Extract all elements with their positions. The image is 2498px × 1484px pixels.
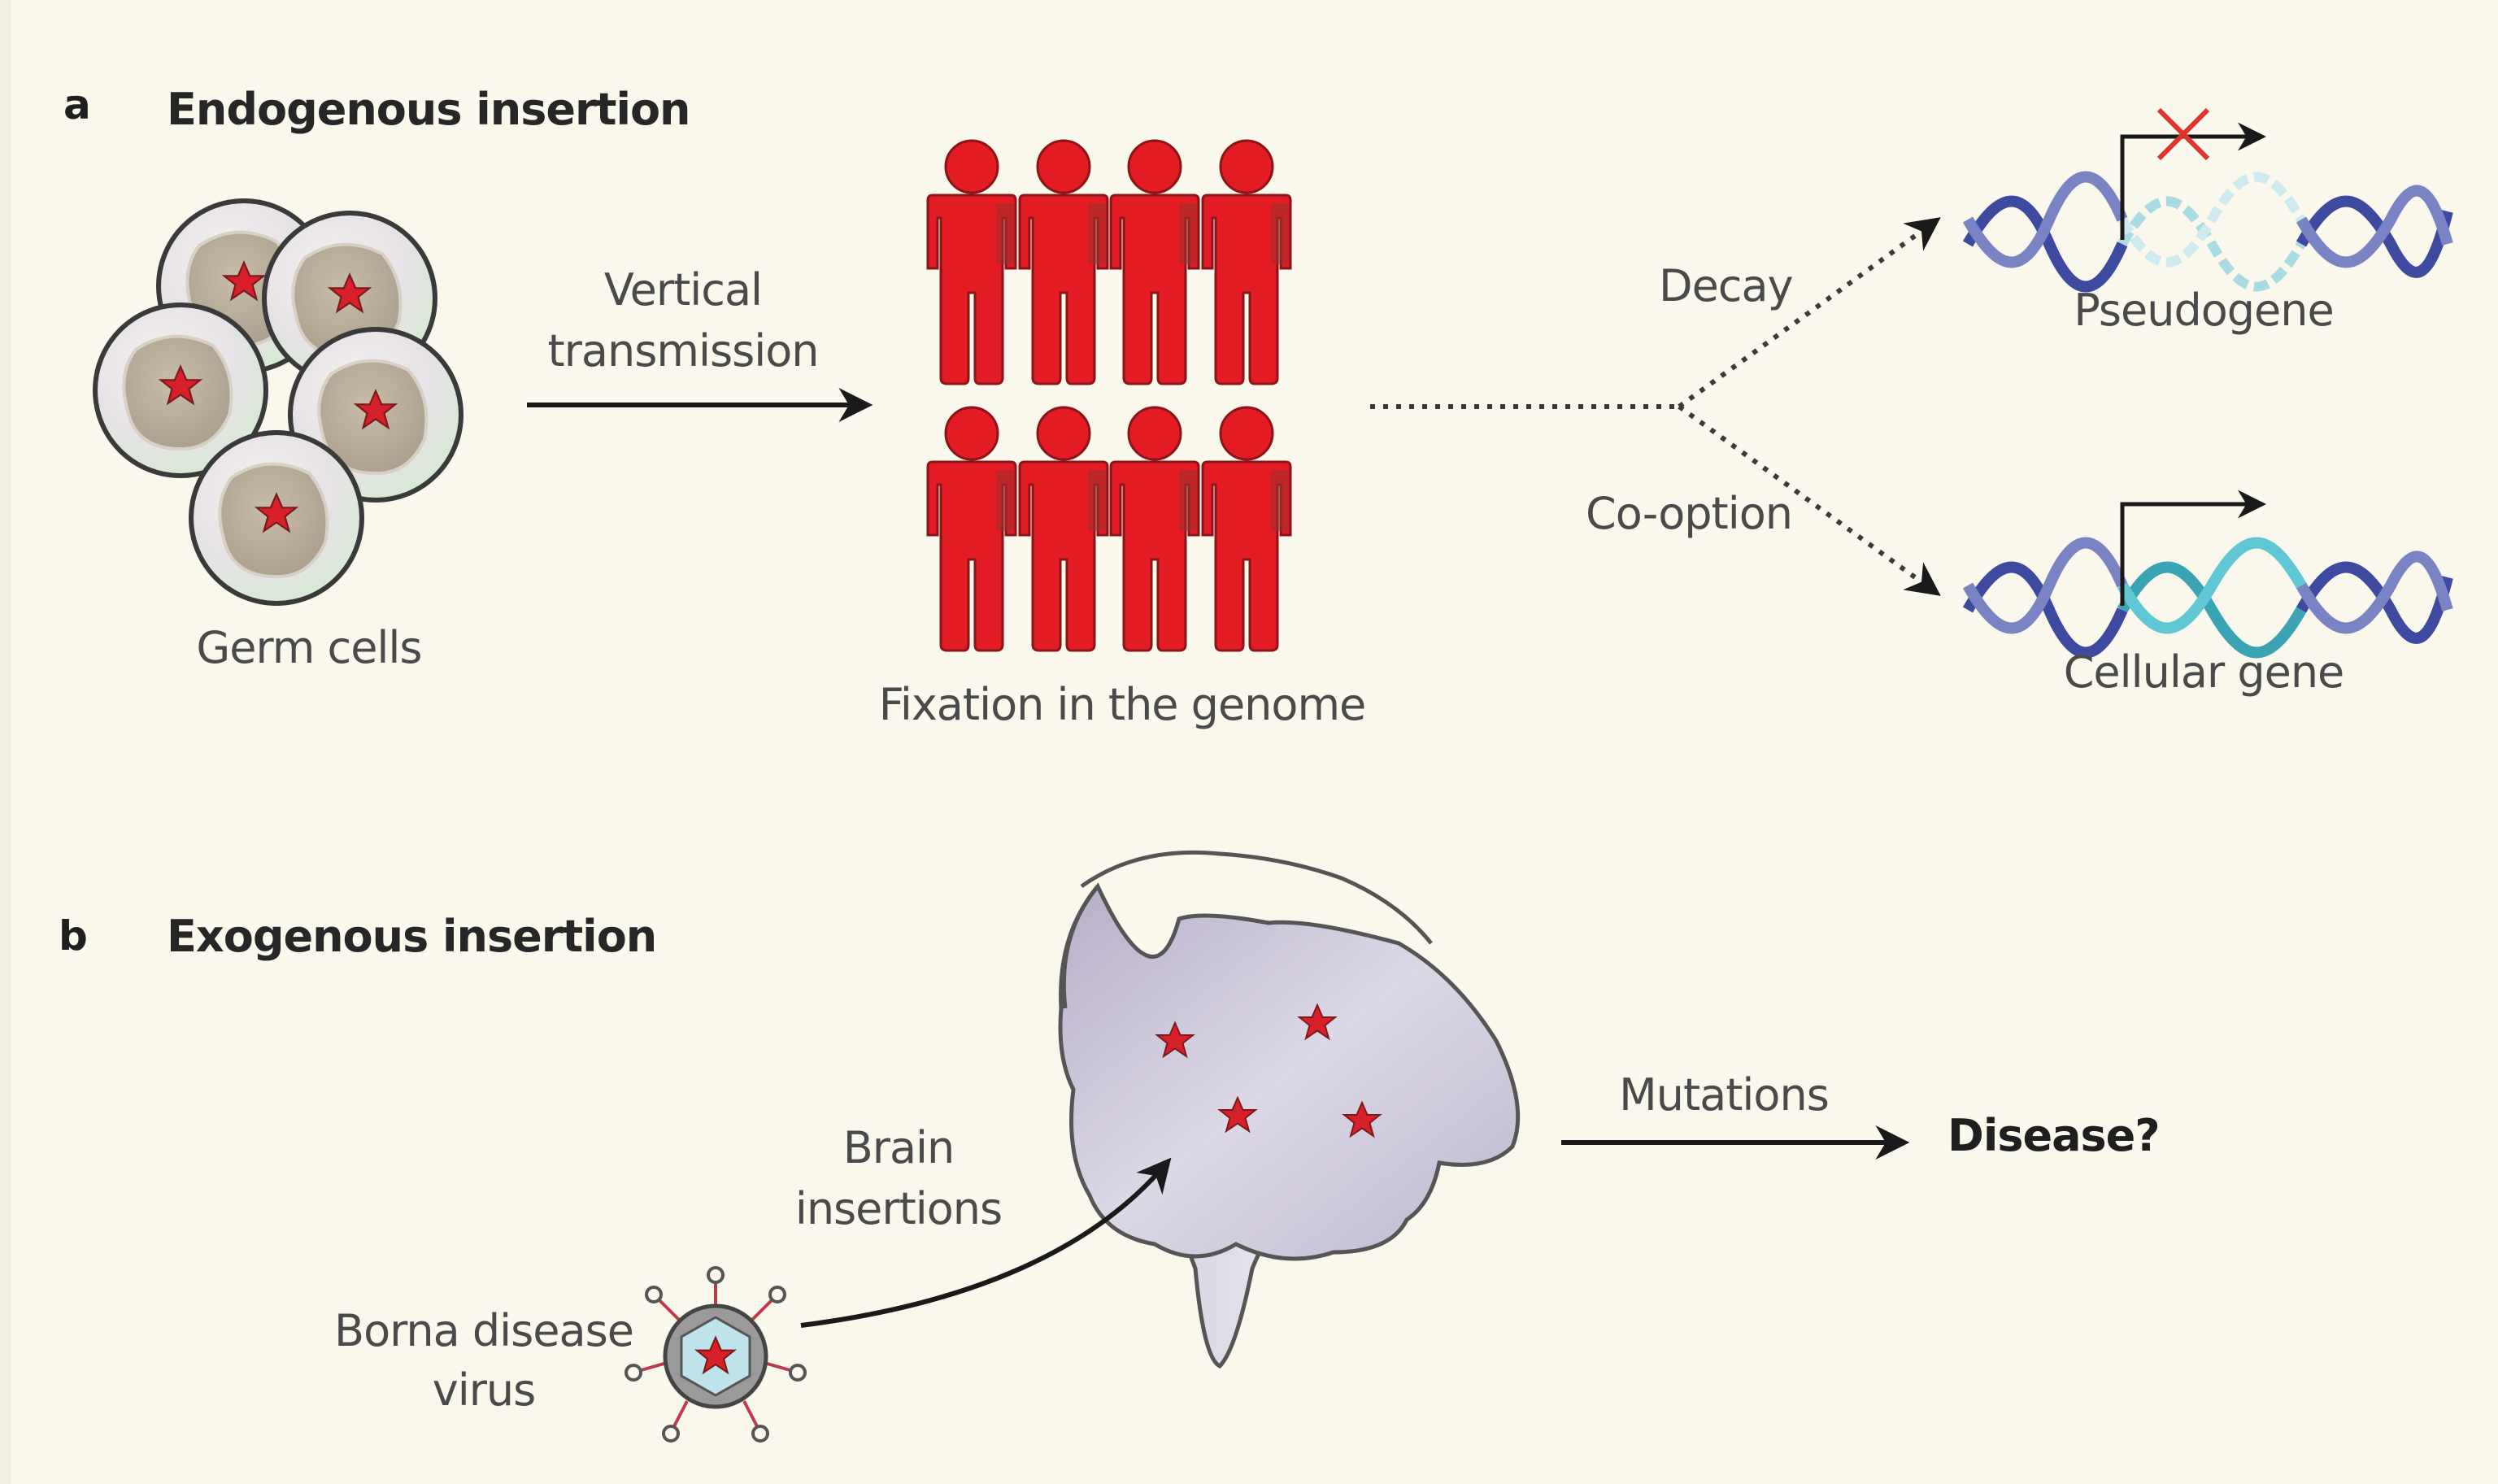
person-icon [1201, 139, 1292, 385]
co-option-label: Co-option [1586, 488, 1793, 539]
pseudogene-dna-icon [1962, 171, 2453, 293]
block-x-icon [2156, 107, 2210, 161]
promoter-arrow [2120, 490, 2266, 606]
panel-b-letter: b [59, 912, 88, 960]
left-border [0, 0, 11, 1484]
person-icon [1109, 406, 1200, 652]
virus-label-line2: virus [432, 1364, 537, 1416]
germ-cell [191, 433, 362, 603]
brain-icon [1058, 850, 1521, 1369]
cellular-gene-label: Cellular gene [2063, 646, 2345, 698]
person-icon [1109, 139, 1200, 385]
transmission-label-line2: transmission [547, 325, 820, 376]
decay-label: Decay [1659, 260, 1794, 311]
virus-label-line1: Borna disease [334, 1305, 634, 1356]
panel-a-title: Endogenous insertion [167, 84, 691, 135]
panel-a-letter: a [63, 81, 91, 128]
co-option-arrow [1678, 404, 1941, 596]
person-icon [926, 406, 1017, 652]
brain-insertions-label-line1: Brain [842, 1122, 955, 1173]
pseudogene-label: Pseudogene [2074, 285, 2334, 336]
person-icon [1018, 406, 1109, 652]
promoter-arrow-blocked [2120, 122, 2266, 240]
person-icon [1201, 406, 1292, 652]
disease-label: Disease? [1947, 1110, 2161, 1161]
borna-virus-icon [624, 1266, 807, 1443]
panel-b-title: Exogenous insertion [167, 911, 657, 962]
mutations-label: Mutations [1619, 1069, 1830, 1121]
decay-arrow [1678, 217, 1941, 409]
person-icon [926, 139, 1017, 385]
brain-insertions-label-line2: insertions [794, 1183, 1003, 1234]
population-label: Fixation in the genome [878, 679, 1367, 730]
brain-insertion-arrow [800, 1157, 1172, 1328]
transmission-label-line1: Vertical [603, 264, 763, 316]
germ-cells-cluster [95, 201, 461, 603]
germ-cells-label: Germ cells [196, 622, 422, 673]
population-figures [926, 139, 1292, 652]
cellular-gene-dna-icon [1962, 537, 2453, 659]
person-icon [1018, 139, 1109, 385]
